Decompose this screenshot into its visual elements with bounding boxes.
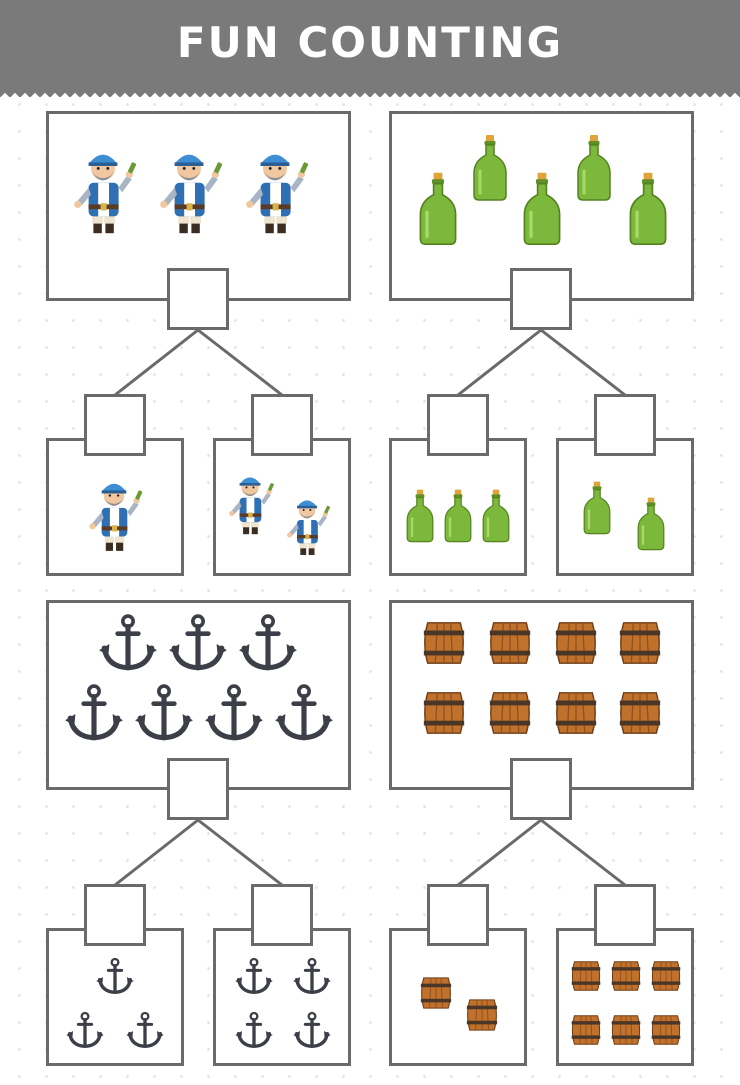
title-banner (0, 0, 740, 88)
anchor-icon (125, 1009, 165, 1053)
barrel-icon (552, 689, 600, 737)
barrel-icon (418, 975, 454, 1011)
bottle-icon (574, 132, 614, 204)
anchor-icon (234, 955, 274, 999)
anchor-icon (97, 613, 159, 675)
anchor-right-answer-box[interactable] (251, 884, 313, 946)
bottle-icon (581, 477, 613, 539)
anchor-icon (292, 955, 332, 999)
barrel-icon (616, 689, 664, 737)
bottle-left-answer-box[interactable] (427, 394, 489, 456)
anchor-icon (95, 955, 135, 999)
pirate-icon (224, 467, 276, 539)
barrel-icon (569, 959, 603, 993)
page-title: FUN COUNTING (176, 18, 564, 67)
pirate-icon (67, 134, 139, 246)
anchor-total-answer-box[interactable] (167, 758, 229, 820)
barrel-icon (609, 959, 643, 993)
barrel-icon (552, 619, 600, 667)
bottle-icon (470, 132, 510, 204)
bottle-icon (442, 485, 474, 547)
barrel-total-answer-box[interactable] (510, 758, 572, 820)
bottle-icon (520, 170, 564, 248)
anchor-left-answer-box[interactable] (84, 884, 146, 946)
barrel-icon (649, 959, 683, 993)
anchor-right-box (213, 928, 351, 1066)
barrel-icon (486, 619, 534, 667)
bottle-right-box (556, 438, 694, 576)
barrel-icon (569, 1013, 603, 1047)
bottle-icon (626, 170, 670, 248)
anchor-icon (63, 683, 125, 745)
barrel-icon (616, 619, 664, 667)
pirate-right-answer-box[interactable] (251, 394, 313, 456)
barrel-left-box (389, 928, 527, 1066)
anchor-icon (203, 683, 265, 745)
anchor-icon (65, 1009, 105, 1053)
pirate-total-answer-box[interactable] (167, 268, 229, 330)
anchor-icon (273, 683, 335, 745)
barrel-total-box (389, 600, 694, 790)
pirate-right-box (213, 438, 351, 576)
anchor-icon (292, 1009, 332, 1053)
bottle-total-answer-box[interactable] (510, 268, 572, 330)
pirate-icon (153, 134, 225, 246)
banner-zigzag-edge (0, 88, 740, 97)
barrel-icon (609, 1013, 643, 1047)
anchor-icon (234, 1009, 274, 1053)
pirate-icon (282, 489, 332, 561)
pirate-left-answer-box[interactable] (84, 394, 146, 456)
barrel-icon (486, 689, 534, 737)
bottle-icon (635, 493, 667, 555)
pirate-icon (83, 473, 145, 555)
bottle-icon (416, 170, 460, 248)
barrel-icon (464, 997, 500, 1033)
bottle-icon (480, 485, 512, 547)
barrel-left-answer-box[interactable] (427, 884, 489, 946)
anchor-icon (237, 613, 299, 675)
barrel-right-box (556, 928, 694, 1066)
pirate-left-box (46, 438, 184, 576)
anchor-icon (133, 683, 195, 745)
barrel-icon (420, 689, 468, 737)
anchor-icon (167, 613, 229, 675)
anchor-left-box (46, 928, 184, 1066)
bottle-icon (404, 485, 436, 547)
bottle-left-box (389, 438, 527, 576)
bottle-right-answer-box[interactable] (594, 394, 656, 456)
barrel-right-answer-box[interactable] (594, 884, 656, 946)
barrel-icon (420, 619, 468, 667)
barrel-icon (649, 1013, 683, 1047)
pirate-icon (239, 134, 311, 246)
